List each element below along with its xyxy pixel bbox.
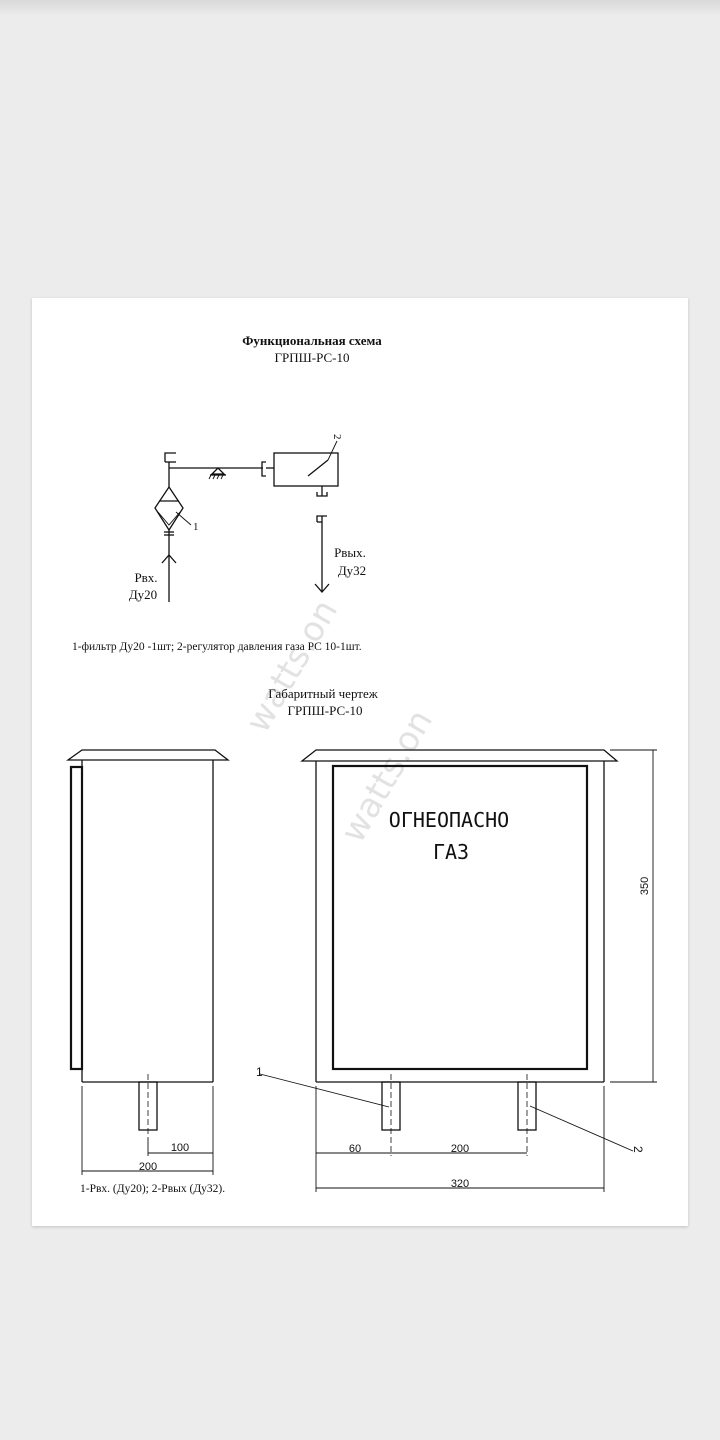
outlet-marker: 2 bbox=[631, 1146, 645, 1153]
gas-scheme: 1 2 Рвх. Ду20 Рвых. Ду3 bbox=[129, 434, 366, 602]
scheme-legend: 1-фильтр Ду20 -1шт; 2-регулятор давления… bbox=[72, 641, 362, 653]
regulator-marker: 2 bbox=[331, 434, 343, 440]
filter-symbol bbox=[154, 485, 184, 536]
inlet-marker: 1 bbox=[256, 1065, 263, 1079]
outlet-label: Рвых. bbox=[334, 545, 366, 560]
scheme-subtitle: ГРПШ-РС-10 bbox=[275, 350, 350, 365]
inlet-label: Рвх. bbox=[134, 570, 157, 585]
front-dim-height: 350 bbox=[639, 877, 651, 895]
door-warning-line2: ГАЗ bbox=[433, 840, 469, 864]
door-panel bbox=[331, 764, 589, 1071]
inlet-size: Ду20 bbox=[129, 587, 157, 602]
front-dim-width: 320 bbox=[451, 1178, 469, 1190]
front-view: ОГНЕОПАСНО ГАЗ 1 2 60 200 320 350 bbox=[256, 749, 657, 1192]
drawing-subtitle: ГРПШ-РС-10 bbox=[288, 703, 363, 718]
drawing-legend: 1-Рвх. (Ду20); 2-Рвых (Ду32). bbox=[80, 1183, 225, 1195]
ground-symbol bbox=[208, 467, 226, 480]
side-dim-width: 200 bbox=[139, 1161, 157, 1173]
front-dim-offset: 60 bbox=[349, 1143, 361, 1155]
side-dim-offset: 100 bbox=[171, 1142, 189, 1154]
regulator-symbol bbox=[273, 440, 339, 487]
front-dim-spacing: 200 bbox=[451, 1143, 469, 1155]
side-view: 100 200 bbox=[65, 749, 230, 1175]
door-warning-line1: ОГНЕОПАСНО bbox=[389, 808, 509, 832]
scheme-title: Функциональная схема bbox=[242, 333, 382, 348]
drawing-title: Габаритный чертеж bbox=[268, 686, 378, 701]
viewer-top-bar bbox=[0, 0, 720, 16]
filter-marker: 1 bbox=[193, 521, 199, 533]
document-page bbox=[32, 298, 688, 1226]
outlet-size: Ду32 bbox=[338, 563, 366, 578]
